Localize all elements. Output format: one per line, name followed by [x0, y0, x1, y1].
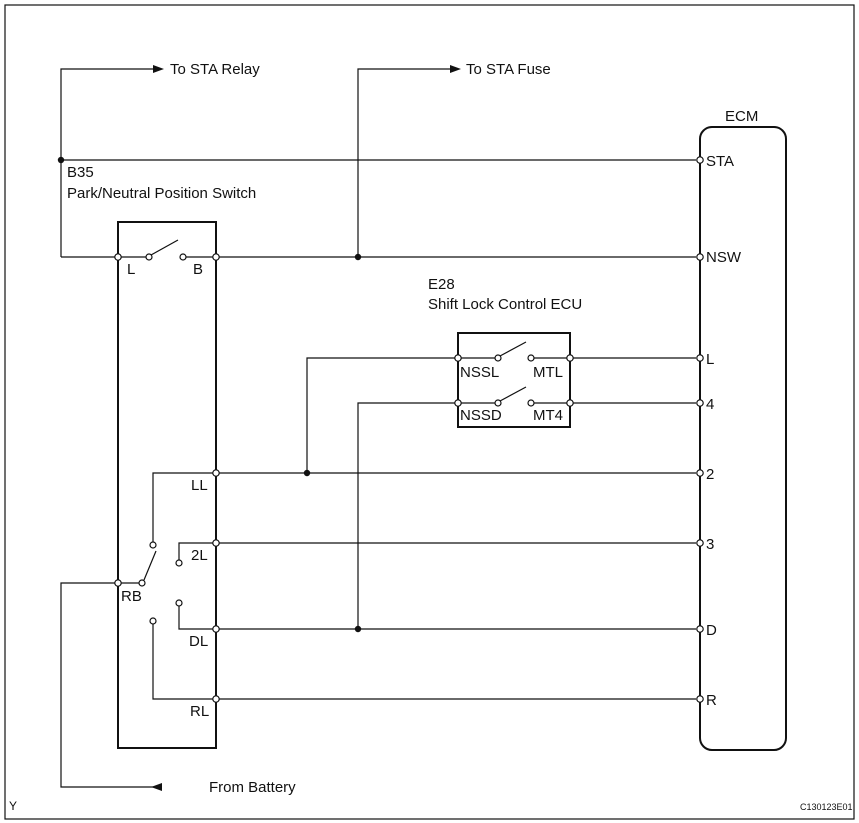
label-corner-y: Y	[9, 799, 17, 813]
switch-contact	[175, 599, 183, 607]
wire-to-sta-fuse	[357, 68, 452, 257]
terminal-nssl	[454, 354, 462, 362]
terminal-ecm-l	[696, 354, 704, 362]
terminal-nssd	[454, 399, 462, 407]
park-neutral-switch-box	[117, 221, 217, 749]
switch-l-b-blade	[150, 239, 179, 256]
label-e28-name: Shift Lock Control ECU	[428, 296, 582, 313]
internal-rl-lead	[152, 624, 213, 700]
label-terminal-2l: 2L	[191, 547, 208, 564]
internal-2l-lead	[178, 542, 213, 560]
label-terminal-nssd: NSSD	[460, 407, 502, 424]
terminal-ecm-r	[696, 695, 704, 703]
label-terminal-nssl: NSSL	[460, 364, 499, 381]
label-ecm-l: L	[706, 351, 714, 368]
label-b35-name: Park/Neutral Position Switch	[67, 185, 256, 202]
terminal-ll	[212, 469, 220, 477]
switch-contact	[179, 253, 187, 261]
terminal-ecm-2	[696, 469, 704, 477]
junction-dl	[354, 625, 362, 633]
terminal-mt4	[566, 399, 574, 407]
switch-contact	[527, 399, 535, 407]
internal-ll-lead	[152, 472, 213, 542]
junction-sta	[57, 156, 65, 164]
terminal-l	[114, 253, 122, 261]
label-ecm-3: 3	[706, 536, 714, 553]
nssd-mt4-blade	[499, 386, 527, 402]
switch-contact	[145, 253, 153, 261]
terminal-b	[212, 253, 220, 261]
switch-contact	[175, 559, 183, 567]
switch-contact	[149, 617, 157, 625]
label-ecm-4: 4	[706, 396, 714, 413]
switch-contact	[138, 579, 146, 587]
rb-switch-blade	[143, 550, 157, 581]
wire-dl-to-nssd	[357, 402, 455, 629]
switch-contact	[149, 541, 157, 549]
terminal-dl	[212, 625, 220, 633]
label-terminal-mtl: MTL	[533, 364, 563, 381]
terminal-ecm-4	[696, 399, 704, 407]
label-terminal-l: L	[127, 261, 135, 278]
label-terminal-dl: DL	[189, 633, 208, 650]
label-ecm-2: 2	[706, 466, 714, 483]
label-ecm-d: D	[706, 622, 717, 639]
label-terminal-rb: RB	[121, 588, 142, 605]
label-b35-code: B35	[67, 164, 94, 181]
switch-contact	[494, 354, 502, 362]
terminal-rl	[212, 695, 220, 703]
junction-ll	[303, 469, 311, 477]
wire-to-sta-relay	[60, 68, 155, 257]
terminal-mtl	[566, 354, 574, 362]
terminal-ecm-3	[696, 539, 704, 547]
label-from-battery: From Battery	[209, 779, 296, 796]
label-figure-code: C130123E01	[800, 802, 853, 812]
wire-ll-to-nssl	[306, 357, 455, 473]
internal-dl-lead	[178, 606, 213, 630]
terminal-ecm-nsw	[696, 253, 704, 261]
label-terminal-mt4: MT4	[533, 407, 563, 424]
label-to-sta-fuse: To STA Fuse	[466, 61, 551, 78]
junction-nsw	[354, 253, 362, 261]
label-terminal-b: B	[193, 261, 203, 278]
arrow-to-sta-fuse	[450, 65, 461, 73]
diagram-frame	[4, 4, 855, 820]
label-terminal-rl: RL	[190, 703, 209, 720]
label-ecm: ECM	[725, 108, 758, 125]
switch-contact	[494, 399, 502, 407]
label-ecm-nsw: NSW	[706, 249, 742, 266]
label-ecm-r: R	[706, 692, 717, 709]
arrow-from-battery	[151, 783, 162, 791]
nssl-mtl-blade	[499, 341, 527, 357]
label-to-sta-relay: To STA Relay	[170, 61, 260, 78]
terminal-2l	[212, 539, 220, 547]
terminal-ecm-sta	[696, 156, 704, 164]
arrow-to-sta-relay	[153, 65, 164, 73]
label-ecm-sta: STA	[706, 153, 734, 170]
terminal-ecm-d	[696, 625, 704, 633]
switch-contact	[527, 354, 535, 362]
label-e28-code: E28	[428, 276, 455, 293]
terminal-rb	[114, 579, 122, 587]
wire-from-battery	[60, 582, 160, 788]
label-terminal-ll: LL	[191, 477, 208, 494]
shift-lock-ecu-box	[457, 332, 571, 428]
ecm-box	[699, 126, 787, 751]
